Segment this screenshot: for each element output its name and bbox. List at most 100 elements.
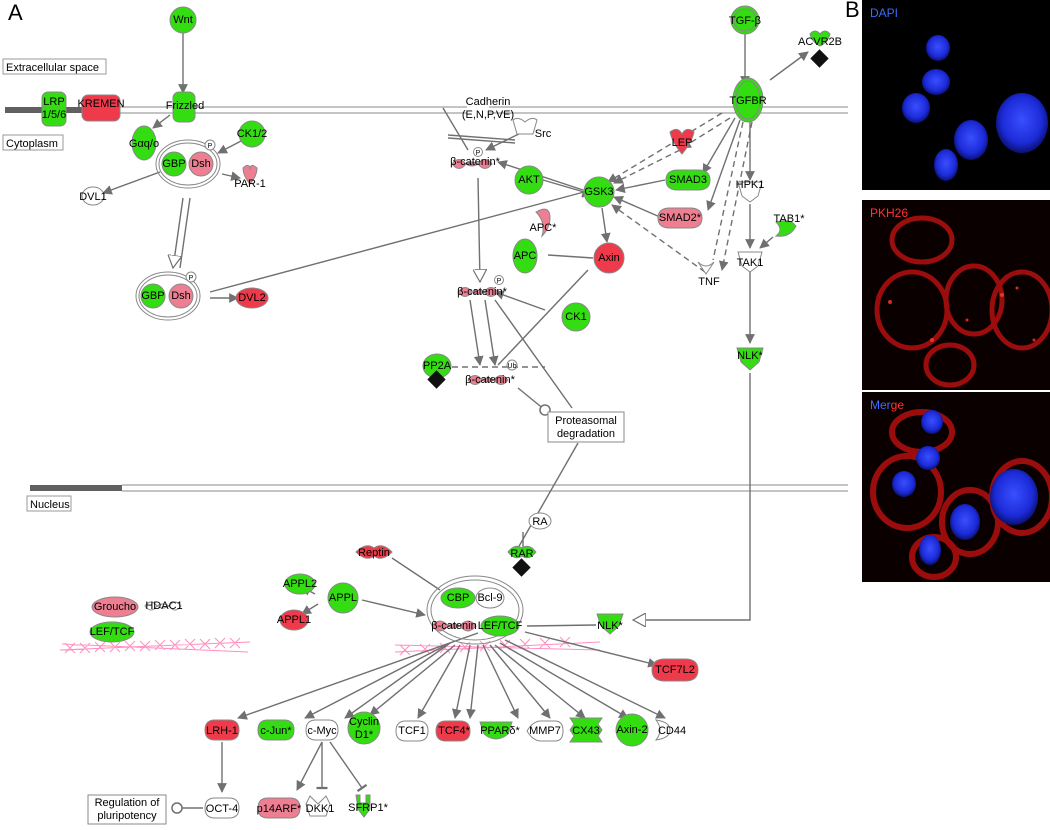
node-smad3: SMAD3 <box>665 169 711 191</box>
svg-text:P: P <box>476 150 481 157</box>
node-lep: LEP <box>669 128 695 155</box>
svg-text:CK1/2: CK1/2 <box>237 128 268 140</box>
node-ppard: PPARδ* <box>479 721 520 740</box>
svg-text:TAK1: TAK1 <box>737 257 764 269</box>
node-groucho: Groucho <box>91 596 139 618</box>
node-tnf: TNF <box>697 261 720 288</box>
panel-a-letter: A <box>8 0 23 25</box>
node-par1: PAR-1 <box>234 164 266 190</box>
node-akt: AKT <box>514 165 544 195</box>
svg-text:GSK3: GSK3 <box>584 186 613 198</box>
svg-text:1/5/6: 1/5/6 <box>42 109 66 121</box>
node-dvl1: DVL1 <box>79 186 107 206</box>
svg-text:c-Jun*: c-Jun* <box>260 725 292 737</box>
node-tak1: TAK1 <box>737 251 764 273</box>
nucleus-label: Nucleus <box>26 495 72 512</box>
svg-text:HPK1: HPK1 <box>736 179 765 191</box>
svg-text:(E,N,P,VE): (E,N,P,VE) <box>462 109 514 121</box>
extracellular-label: Extracellular space <box>2 58 107 75</box>
complex-nuclear: CBP Bcl-9 β-catenin LEF/TCF <box>426 575 524 645</box>
svg-text:p14ARF*: p14ARF* <box>257 803 302 815</box>
node-wnt: Wnt <box>169 6 197 34</box>
svg-text:degradation: degradation <box>557 428 615 440</box>
svg-text:Wnt: Wnt <box>173 14 193 26</box>
svg-text:Dsh: Dsh <box>191 158 211 170</box>
svg-text:pluripotency: pluripotency <box>97 810 157 822</box>
svg-text:TCF4*: TCF4* <box>438 725 471 737</box>
node-tgfbr: TGFBR <box>729 77 767 123</box>
node-cmyc: c-Myc <box>305 719 339 741</box>
node-cyclin-d1: Cyclin D1* <box>347 711 381 745</box>
svg-text:CX43: CX43 <box>572 725 600 737</box>
complex-gbp-dsh-1: GBP Dsh P <box>155 139 221 189</box>
svg-text:P: P <box>497 278 502 285</box>
svg-text:RAR: RAR <box>510 548 533 560</box>
cytoplasm-label: Cytoplasm <box>2 134 64 151</box>
svg-text:DKK1: DKK1 <box>306 803 335 815</box>
svg-text:LRH-1: LRH-1 <box>206 725 238 737</box>
svg-text:Groucho: Groucho <box>94 601 136 613</box>
svg-text:RA: RA <box>532 516 548 528</box>
svg-text:SMAD3: SMAD3 <box>669 174 707 186</box>
svg-text:Axin-2: Axin-2 <box>616 724 647 736</box>
svg-text:TGFBR: TGFBR <box>729 95 766 107</box>
node-appl: APPL <box>327 582 359 614</box>
svg-text:APPL1: APPL1 <box>277 614 311 626</box>
node-mmp7: MMP7 <box>526 720 564 742</box>
svg-text:CD44: CD44 <box>658 725 686 737</box>
dna-line <box>59 636 601 656</box>
svg-text:β-catenin*: β-catenin* <box>457 286 507 298</box>
node-smad2: SMAD2* <box>657 207 703 229</box>
svg-text:TCF1: TCF1 <box>398 725 426 737</box>
micrograph-merge: Merge <box>862 392 1050 582</box>
node-tcf4: TCF4* <box>435 720 471 742</box>
svg-text:KREMEN: KREMEN <box>77 98 124 110</box>
svg-text:PPARδ*: PPARδ* <box>480 725 520 737</box>
node-kremen: KREMEN <box>77 94 125 122</box>
svg-text:NLK*: NLK* <box>597 620 623 632</box>
node-lrp: LRP 1/5/6 <box>41 91 67 127</box>
svg-text:AKT: AKT <box>518 174 540 186</box>
node-cjun: c-Jun* <box>257 719 295 741</box>
svg-text:c-Myc: c-Myc <box>307 725 337 737</box>
svg-text:Frizzled: Frizzled <box>166 100 205 112</box>
svg-text:Extracellular space: Extracellular space <box>6 62 99 74</box>
node-dkk1: DKK1 <box>305 795 335 817</box>
node-acvr2b: ACVR2B <box>798 30 842 68</box>
svg-text:β-catenin*: β-catenin* <box>450 156 500 168</box>
svg-text:DVL2: DVL2 <box>238 292 266 304</box>
svg-text:LEF/TCF: LEF/TCF <box>90 626 135 638</box>
svg-text:HDAC1: HDAC1 <box>145 600 182 612</box>
node-beta-catenin-1: β-catenin* P <box>450 147 501 169</box>
svg-text:TGF-β: TGF-β <box>729 15 761 27</box>
svg-text:NLK*: NLK* <box>737 350 763 362</box>
node-lrh1: LRH-1 <box>204 719 240 741</box>
svg-text:Gαq/o: Gαq/o <box>129 138 159 150</box>
svg-text:OCT-4: OCT-4 <box>206 803 238 815</box>
svg-text:TAB1*: TAB1* <box>774 213 806 225</box>
node-appl2: APPL2 <box>283 573 317 595</box>
svg-text:Src: Src <box>535 128 552 140</box>
regulation-pluripotency-box: Regulation of pluripotency <box>87 794 167 825</box>
svg-text:APPL: APPL <box>329 592 357 604</box>
svg-text:GBP: GBP <box>162 158 185 170</box>
svg-text:DVL1: DVL1 <box>79 191 107 203</box>
node-beta-catenin-3: β-catenin* Ub <box>465 359 518 386</box>
node-hpk1: HPK1 <box>736 179 765 203</box>
svg-text:LRP: LRP <box>43 96 64 108</box>
node-reptin: Reptin <box>355 545 393 559</box>
pathway-diagram: A Extracellular space Cytoplasm Nucleus <box>2 0 848 825</box>
node-p14arf: p14ARF* <box>257 797 302 819</box>
svg-text:SFRP1*: SFRP1* <box>348 802 388 814</box>
node-oct4: OCT-4 <box>204 797 240 819</box>
svg-text:TCF7L2: TCF7L2 <box>655 664 695 676</box>
svg-text:Ub: Ub <box>508 363 517 370</box>
node-tgfb: TGF-β <box>729 5 761 35</box>
node-beta-catenin-2: β-catenin* P <box>457 275 508 298</box>
node-cx43: CX43 <box>569 717 603 743</box>
nuclear-membrane <box>30 484 848 492</box>
node-cadherin: Cadherin (E,N,P,VE) <box>462 96 514 121</box>
svg-text:D1*: D1* <box>355 729 374 741</box>
svg-text:CK1: CK1 <box>565 311 586 323</box>
node-axin2: Axin-2 <box>615 713 649 747</box>
